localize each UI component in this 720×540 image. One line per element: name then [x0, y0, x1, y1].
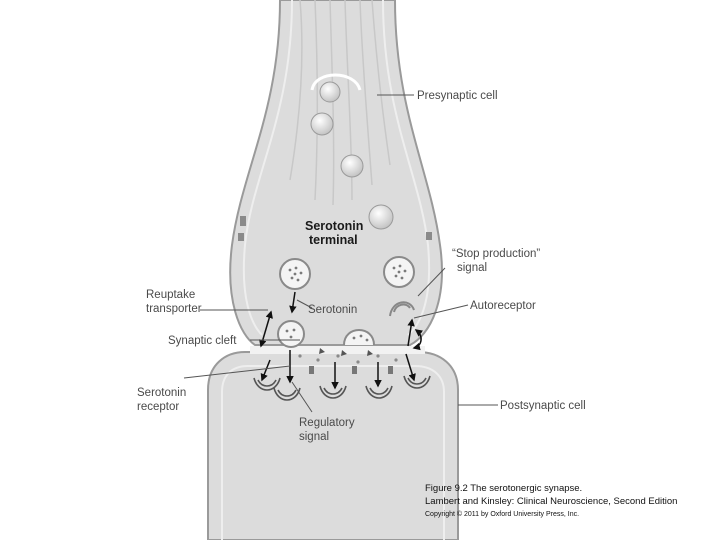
label-serotonin: Serotonin [308, 304, 357, 316]
postsynaptic-receptors [253, 375, 431, 401]
label-serotonin-receptor: Serotonin [137, 387, 186, 399]
synaptic-cleft-band [250, 346, 425, 354]
label-postsynaptic-cell: Postsynaptic cell [500, 400, 586, 412]
caption-source: Lambert and Kinsley: Clinical Neuroscien… [425, 496, 677, 507]
label-presynaptic-cell: Presynaptic cell [417, 90, 498, 102]
reuptake-transporter-marks [238, 216, 432, 241]
leader-lines [183, 94, 498, 413]
label-reuptake-transporter: Reuptake [146, 289, 195, 301]
diagram-labels: Presynaptic cell Serotonin terminal “Sto… [137, 90, 586, 443]
label-autoreceptor: Autoreceptor [470, 300, 536, 312]
membrane-channels [309, 366, 393, 374]
figure-caption: Figure 9.2 The serotonergic synapse. Lam… [425, 483, 677, 518]
caption-title: Figure 9.2 The serotonergic synapse. [425, 483, 582, 494]
label-synaptic-cleft: Synaptic cleft [168, 335, 237, 347]
caption-copyright: Copyright © 2011 by Oxford University Pr… [425, 510, 579, 518]
label-reuptake-transporter: transporter [146, 303, 202, 315]
axon-arch [310, 73, 362, 91]
serotonin-molecules [298, 348, 398, 364]
label-stop-production: signal [457, 262, 487, 274]
label-serotonin-terminal: Serotonin [305, 219, 363, 233]
vesicles [310, 81, 394, 230]
autoreceptor-shape [389, 301, 415, 317]
label-serotonin-terminal: terminal [309, 233, 358, 247]
label-regulatory-signal: Regulatory [299, 417, 355, 429]
presynaptic-terminal [229, 0, 443, 346]
postsynaptic-cell [207, 351, 459, 540]
label-serotonin-receptor: receptor [137, 401, 179, 413]
microtubules [289, 0, 391, 206]
label-regulatory-signal: signal [299, 431, 329, 443]
label-stop-production: “Stop production” [452, 248, 540, 260]
